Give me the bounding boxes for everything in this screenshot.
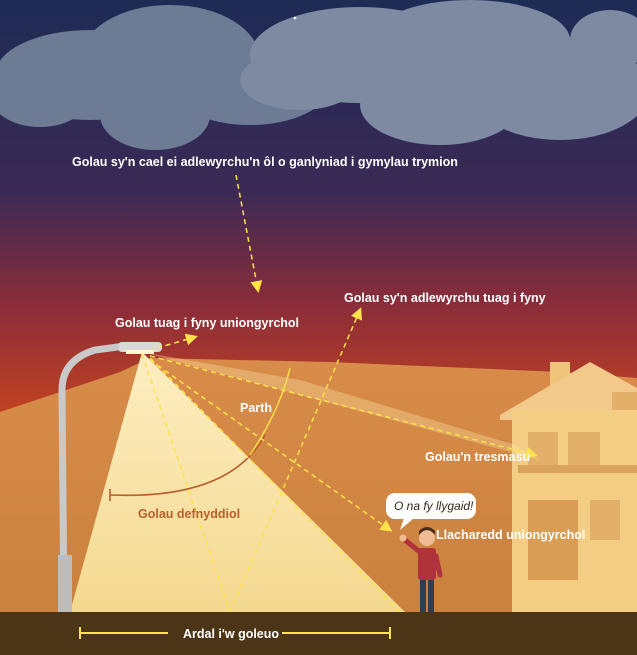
label-glare: Llacharedd uniongyrchol [436,528,585,542]
label-area-lit: Ardal i'w goleuo [183,627,279,641]
label-trespass: Golau'n tresmasu [425,450,530,464]
speech-text: O na fy llygaid! [394,499,474,513]
useful-light-arc [109,434,266,497]
arrow-reflected-up [229,307,362,613]
person-icon [399,527,443,612]
label-zone: Parth [240,401,272,415]
zone-arc [249,367,291,456]
area-bar [79,627,391,639]
cloud-icon [240,0,637,145]
speech-bubble-icon [386,493,476,530]
cloud-icon [0,5,330,150]
arrow-glare [149,359,393,532]
arrow-direct-up [156,333,198,349]
label-reflected-upward: Golau sy'n adlewyrchu tuag i fyny [344,291,546,305]
label-useful-light: Golau defnyddiol [138,507,240,521]
label-direct-upward: Golau tuag i fyny uniongyrchol [115,316,299,330]
arrow-down-to-ground [141,353,231,613]
star [293,16,297,20]
label-reflected-clouds: Golau sy'n cael ei adlewyrchu'n ôl o gan… [72,155,458,169]
house-icon [500,362,637,615]
arrow-reflected-down [235,174,263,293]
street-lamp-icon [58,342,162,613]
light-cone [70,352,405,612]
arrow-trespass [149,355,538,459]
